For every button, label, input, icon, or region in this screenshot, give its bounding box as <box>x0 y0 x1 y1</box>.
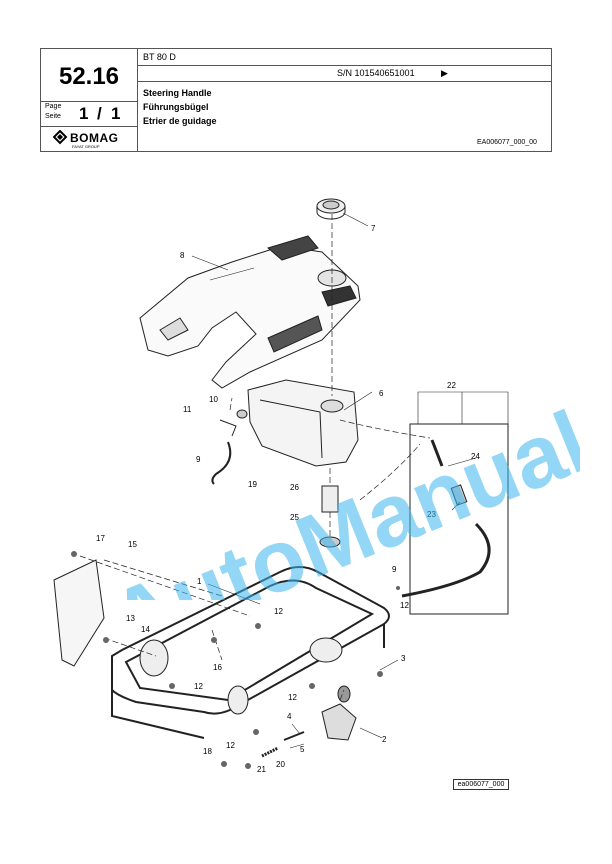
lever-bracket-drawing <box>321 703 357 741</box>
callout-6: 6 <box>379 389 384 398</box>
model-name: BT 80 D <box>143 52 176 62</box>
serial-arrow-icon: ▶ <box>441 68 448 78</box>
callout-12e: 12 <box>400 601 409 610</box>
fuel-tank-drawing <box>247 379 359 467</box>
callout-17: 17 <box>96 534 105 543</box>
callout-23: 23 <box>427 510 436 519</box>
callout-9a: 9 <box>196 455 201 464</box>
callout-18: 18 <box>203 747 212 756</box>
title-english: Steering Handle <box>143 88 212 98</box>
seite-label: Seite <box>45 113 61 120</box>
callout-22: 22 <box>447 381 456 390</box>
callout-21: 21 <box>257 765 266 774</box>
fuel-filter-drawing <box>321 485 339 513</box>
brand-subtitle: FAYAT GROUP <box>72 144 100 149</box>
callout-8: 8 <box>180 251 185 260</box>
title-french: Etrier de guidage <box>143 116 217 126</box>
page-separator: / <box>97 104 102 123</box>
callout-1: 1 <box>197 577 202 586</box>
callout-14: 14 <box>141 625 150 634</box>
callout-15: 15 <box>128 540 137 549</box>
callout-2: 2 <box>382 735 387 744</box>
callout-7: 7 <box>371 224 376 233</box>
console-cover-drawing <box>139 235 361 389</box>
callout-12d: 12 <box>226 741 235 750</box>
page-current: 1 <box>79 104 89 123</box>
drawing-code: EA006077_000_00 <box>477 139 537 146</box>
callout-3: 3 <box>401 654 406 663</box>
callout-24: 24 <box>471 452 480 461</box>
callout-5: 5 <box>300 745 305 754</box>
fuel-pump-drawing <box>319 536 341 548</box>
header-table: 52.16 Page Seite 1 / 1 BOMAG FAYAT GROUP… <box>40 48 552 152</box>
brand-name: BOMAG <box>70 131 119 145</box>
callout-20: 20 <box>276 760 285 769</box>
steering-frame-drawing <box>111 566 390 739</box>
callout-16: 16 <box>213 663 222 672</box>
page-label: Page <box>45 103 62 110</box>
fuel-cap-drawing <box>316 198 346 220</box>
callout-19: 19 <box>248 480 257 489</box>
fuel-line-box <box>401 423 509 615</box>
callout-13: 13 <box>126 614 135 623</box>
callout-26: 26 <box>290 483 299 492</box>
callout-11: 11 <box>183 405 192 414</box>
callout-25: 25 <box>290 513 299 522</box>
callout-12b: 12 <box>194 682 203 691</box>
model-row: BT 80 D <box>137 49 551 66</box>
callout-12a: 12 <box>274 607 283 616</box>
bomag-logo: BOMAG FAYAT GROUP <box>52 129 133 149</box>
callout-12c: 12 <box>288 693 297 702</box>
figure-reference: ea006077_000 <box>453 779 509 790</box>
callout-labels: 1 2 3 4 5 6 7 8 9 9 10 11 12 12 12 12 12… <box>96 224 480 774</box>
page-indicator: Page Seite 1 / 1 <box>41 101 137 127</box>
title-german: Führungsbügel <box>143 102 209 112</box>
callout-10: 10 <box>209 395 218 404</box>
guard-plate-drawing <box>53 559 105 667</box>
callout-9b: 9 <box>392 565 397 574</box>
serial-number: S/N 101540651001 <box>337 68 415 78</box>
header-left-column: 52.16 Page Seite 1 / 1 BOMAG FAYAT GROUP <box>41 49 138 151</box>
bomag-logo-mark-icon <box>52 129 68 145</box>
page-total: 1 <box>111 104 121 123</box>
callout-4: 4 <box>287 712 292 721</box>
serial-row: S/N 101540651001 ▶ <box>137 65 551 82</box>
section-number: 52.16 <box>58 63 120 90</box>
